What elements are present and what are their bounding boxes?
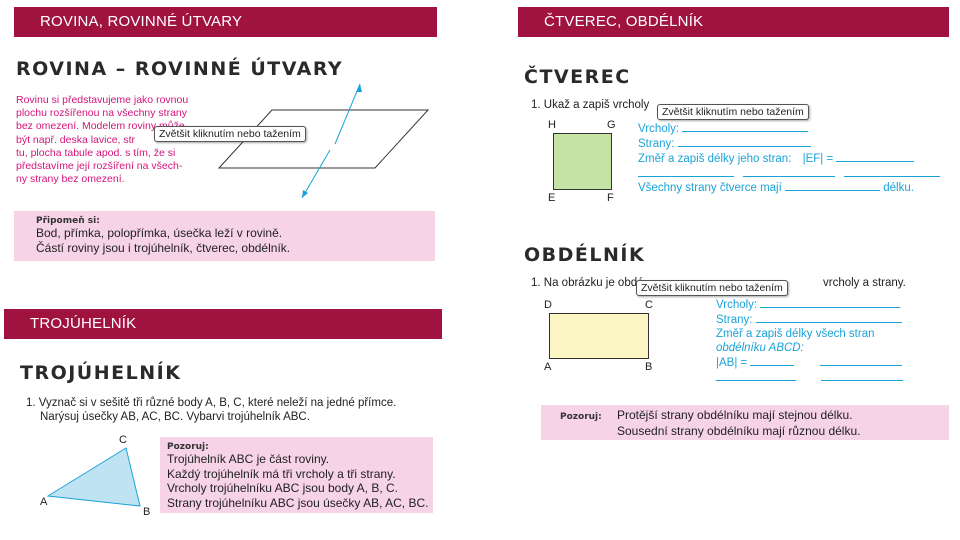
delku-label: délku.	[883, 182, 914, 194]
rect-vertex-d: D	[544, 299, 552, 311]
square-figure	[553, 133, 612, 190]
strany-blank[interactable]	[677, 136, 811, 147]
strany-blank[interactable]	[755, 312, 902, 323]
triangle-figure	[46, 447, 141, 507]
rovina-description: Rovinu si představujeme jako rovnou ploc…	[16, 94, 211, 186]
observe-label: Pozoruj:	[560, 412, 602, 422]
triangle-vertex-a: A	[40, 496, 48, 508]
rovina-text-line: plochu rozšířenou na všechny strany	[16, 107, 188, 120]
observe-line: Strany trojúhelníku ABC jsou úsečky AB, …	[167, 495, 429, 510]
trojuhelnik-task: 1. Vyznač si v sešitě tři různé body A, …	[26, 396, 396, 424]
zoom-tooltip[interactable]: Zvětšit kliknutím nebo tažením	[657, 104, 809, 120]
rect-vertex-b: B	[645, 361, 653, 373]
vsechny-blank[interactable]	[785, 180, 881, 191]
square-vertex-f: F	[607, 192, 614, 204]
triangle-observe-box: Pozoruj: Trojúhelník ABC je část roviny.…	[160, 437, 433, 513]
rovina-heading: ROVINA – ROVINNÉ ÚTVARY	[16, 58, 344, 80]
ctverec-task: 1. Ukaž a zapiš vrcholy	[531, 99, 650, 111]
ctverec-heading: ČTVEREC	[524, 66, 631, 88]
side-blank[interactable]	[821, 370, 904, 381]
remember-line: Částí roviny jsou i trojúhelník, čtverec…	[36, 240, 291, 255]
side-blank[interactable]	[819, 355, 902, 366]
side-blank[interactable]	[743, 166, 836, 177]
ef-blank[interactable]	[836, 151, 915, 162]
rovina-text-line: tu, plocha tabule apod. s tím, že si	[16, 146, 176, 159]
vrcholy-blank[interactable]	[760, 297, 901, 308]
observe-line: Každý trojúhelník má tři vrcholy a tři s…	[167, 466, 396, 481]
remember-box: Připomeň si: Bod, přímka, polopřímka, ús…	[14, 211, 435, 261]
observe-text: Protější strany obdélníku mají stejnou d…	[617, 408, 853, 422]
banner-trojuhelnik: TROJÚHELNÍK	[4, 309, 442, 339]
rect-zmer-row2: obdélníku ABCD:	[716, 342, 804, 354]
observe-line: Pozoruj: Protější strany obdélníku mají s…	[560, 408, 949, 424]
square-vertex-h: H	[548, 119, 556, 131]
rect-vrcholy-row: Vrcholy:	[716, 297, 901, 313]
banner-rovina: ROVINA, ROVINNÉ ÚTVARY	[14, 7, 437, 37]
strany-label: Strany:	[638, 138, 675, 150]
rovina-text-line: představíme její rozšíření na všech-	[16, 160, 183, 173]
zmer-label: Změř a zapiš délky jeho stran:	[638, 153, 792, 165]
zoom-tooltip[interactable]: Zvětšit kliknutím nebo tažením	[154, 126, 306, 142]
rovina-text-line: bez omezení. Modelem roviny může	[16, 120, 185, 133]
rect-observe-box: Pozoruj: Protější strany obdélníku mají s…	[541, 405, 949, 440]
observe-line: Sousední strany obdélníku mají různou dé…	[617, 424, 861, 438]
rect-ab-row: |AB| =	[716, 355, 902, 371]
square-vertex-e: E	[548, 192, 556, 204]
vrcholy-blank[interactable]	[682, 121, 809, 132]
observe-line: Vrcholy trojúhelníku ABC jsou body A, B,…	[167, 481, 399, 495]
observe-line: Trojúhelník ABC je část roviny.	[167, 452, 330, 466]
side-blank[interactable]	[844, 166, 941, 177]
rect-vertex-c: C	[645, 299, 653, 311]
rovina-text-line: ny strany bez omezení.	[16, 173, 125, 186]
task-line: Narýsuj úsečky AB, AC, BC. Vybarvi trojú…	[40, 411, 310, 423]
task-line: 1. Vyznač si v sešitě tři různé body A, …	[26, 397, 397, 409]
obdelnik-task-start: 1. Na obrázku je obdé	[531, 277, 644, 289]
strany-label: Strany:	[716, 314, 753, 326]
vrcholy-label: Vrcholy:	[716, 299, 758, 311]
square-vsechny-row: Všechny strany čtverce mají délku.	[638, 180, 914, 196]
side-blank[interactable]	[716, 370, 796, 381]
banner-ctverec-obdelnik: ČTVEREC, OBDÉLNÍK	[518, 7, 949, 37]
vsechny-label: Všechny strany čtverce mají	[638, 182, 782, 194]
rect-blanks-row	[716, 370, 904, 386]
square-strany-row: Strany:	[638, 136, 811, 152]
square-blanks-row	[638, 166, 941, 182]
triangle-vertex-c: C	[119, 434, 127, 446]
triangle-vertex-b: B	[143, 506, 151, 518]
rovina-text-line: být např. deska lavice, str	[16, 133, 136, 146]
rect-vertex-a: A	[544, 361, 552, 373]
ab-blank[interactable]	[750, 355, 795, 366]
obdelnik-task-end: vrcholy a strany.	[823, 277, 906, 289]
rect-zmer-row1: Změř a zapiš délky všech stran	[716, 328, 875, 340]
square-vertex-g: G	[607, 119, 616, 131]
zoom-tooltip[interactable]: Zvětšit kliknutím nebo tažením	[636, 280, 788, 296]
square-vrcholy-row: Vrcholy:	[638, 121, 809, 137]
remember-label: Připomeň si:	[36, 216, 100, 226]
obdelnik-heading: OBDÉLNÍK	[524, 244, 646, 266]
vrcholy-label: Vrcholy:	[638, 123, 680, 135]
ab-label: |AB| =	[716, 357, 748, 369]
trojuhelnik-heading: TROJÚHELNÍK	[20, 362, 182, 384]
observe-label: Pozoruj:	[167, 442, 209, 452]
rectangle-figure	[549, 313, 649, 359]
rovina-text-line: Rovinu si představujeme jako rovnou	[16, 94, 189, 106]
rect-strany-row: Strany:	[716, 312, 902, 328]
plane-illustration	[217, 83, 430, 199]
square-zmer-row: Změř a zapiš délky jeho stran: |EF| =	[638, 151, 915, 167]
remember-line: Bod, přímka, polopřímka, úsečka leží v r…	[36, 226, 283, 240]
ef-label: |EF| =	[802, 153, 834, 165]
side-blank[interactable]	[638, 166, 734, 177]
